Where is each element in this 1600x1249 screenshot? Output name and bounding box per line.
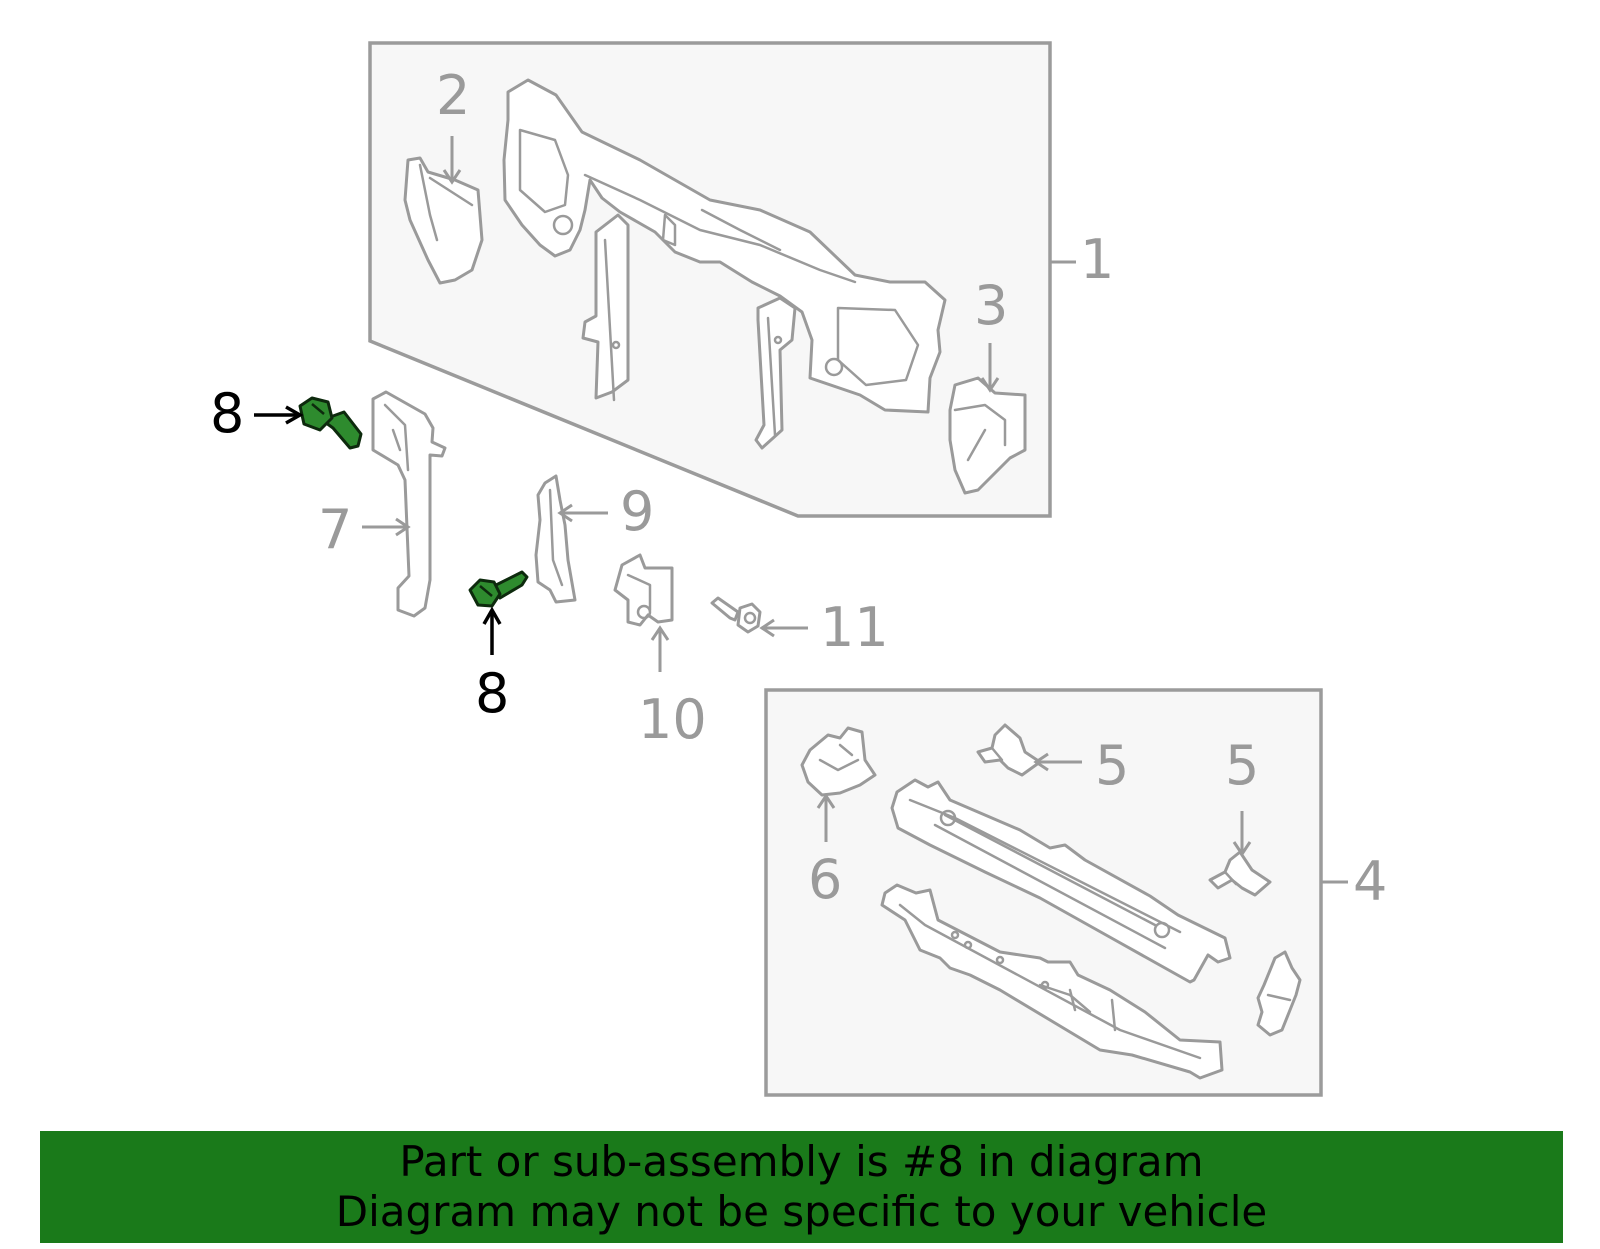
part-11-bolt [710,596,762,634]
callout-2: 2 [436,64,470,127]
part-10-bracket [613,553,674,627]
callout-9: 9 [620,480,654,543]
callout-8-upper: 8 [210,382,244,445]
side-bracket [1256,950,1302,1037]
lower-tie-bar-upper [890,778,1232,984]
callout-6: 6 [808,848,842,911]
part-5-clip-b [1208,850,1272,897]
callout-4: 4 [1353,850,1387,913]
callout-3: 3 [974,274,1008,337]
center-support-left [581,213,630,402]
callout-10: 10 [638,688,707,751]
callout-8-lower: 8 [475,662,509,725]
leader-lines [254,136,1348,884]
part-8-bolt-lower [468,570,529,608]
part-9-bracket [534,474,577,604]
banner-line-1: Part or sub-assembly is #8 in diagram [399,1137,1204,1186]
part-2-bracket [403,156,484,285]
center-support-right [754,296,797,450]
part-8-bolt-upper [298,396,363,450]
radiator-support-upper [502,78,947,414]
part-7-support [371,390,447,618]
callout-1: 1 [1080,228,1114,291]
callout-5b: 5 [1225,734,1259,797]
assembly-1-box [368,41,1052,518]
part-5-clip-a [976,723,1042,777]
callout-11: 11 [820,596,889,659]
callout-5a: 5 [1095,734,1129,797]
banner-line-2: Diagram may not be specific to your vehi… [335,1187,1268,1236]
parts-diagram: 1 2 3 4 5 5 6 7 8 8 9 10 11 [210,41,1387,1097]
info-banner: Part or sub-assembly is #8 in diagram Di… [40,1131,1563,1243]
part-6-bracket [800,726,877,797]
part-3-bracket [948,376,1027,495]
callout-7: 7 [318,498,352,561]
lower-tie-bar-lower [880,883,1224,1080]
